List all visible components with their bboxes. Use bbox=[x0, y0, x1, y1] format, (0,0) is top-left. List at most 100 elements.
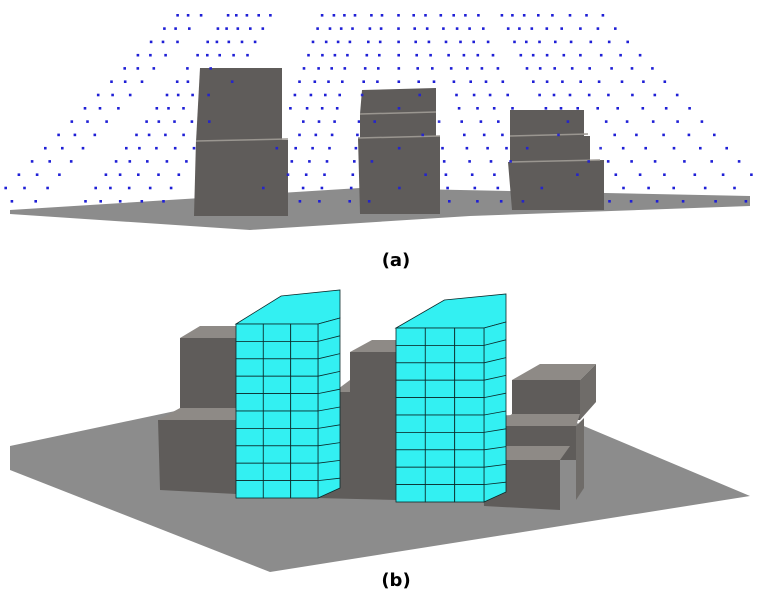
point-marker bbox=[83, 107, 87, 110]
voxel-side-line bbox=[483, 481, 507, 485]
point-marker bbox=[511, 107, 514, 110]
voxel-cell bbox=[290, 445, 319, 464]
point-marker bbox=[465, 146, 469, 150]
voxel-cell bbox=[424, 327, 455, 346]
point-marker bbox=[699, 146, 702, 150]
point-marker bbox=[604, 120, 608, 123]
point-marker bbox=[397, 53, 400, 57]
point-marker bbox=[320, 107, 324, 110]
point-marker bbox=[140, 80, 144, 83]
point-marker bbox=[351, 173, 355, 176]
point-marker bbox=[367, 200, 371, 203]
grey-stack-left bbox=[158, 326, 250, 494]
point-marker bbox=[147, 133, 151, 137]
point-marker bbox=[569, 40, 573, 44]
point-marker bbox=[653, 160, 657, 163]
voxel-cell bbox=[290, 480, 319, 499]
voxel-wall-left bbox=[234, 289, 341, 499]
point-marker bbox=[579, 53, 582, 57]
point-marker bbox=[249, 27, 252, 30]
voxel-cell bbox=[424, 362, 455, 381]
point-marker bbox=[117, 107, 120, 110]
point-marker bbox=[215, 40, 219, 44]
point-marker bbox=[635, 133, 638, 137]
point-marker bbox=[335, 107, 339, 110]
point-marker bbox=[118, 200, 122, 203]
point-marker bbox=[501, 80, 505, 83]
point-marker bbox=[173, 146, 177, 150]
point-marker bbox=[427, 40, 431, 44]
point-marker bbox=[69, 160, 73, 163]
point-marker bbox=[30, 160, 34, 163]
point-marker bbox=[118, 173, 122, 176]
voxel-cell bbox=[454, 449, 485, 468]
point-marker bbox=[710, 160, 713, 163]
point-marker bbox=[610, 67, 613, 70]
point-marker bbox=[275, 146, 279, 150]
caption-b: (b) bbox=[381, 570, 410, 591]
point-marker bbox=[298, 133, 301, 137]
point-marker bbox=[601, 14, 605, 17]
point-marker bbox=[505, 146, 508, 150]
point-marker bbox=[245, 14, 249, 17]
point-marker bbox=[414, 40, 417, 44]
point-marker bbox=[293, 93, 297, 97]
point-marker bbox=[551, 14, 554, 17]
point-marker bbox=[152, 67, 156, 70]
point-marker bbox=[261, 27, 265, 30]
point-marker bbox=[545, 53, 549, 57]
point-marker bbox=[257, 14, 260, 17]
point-marker bbox=[579, 27, 582, 30]
voxel-cell bbox=[235, 393, 264, 412]
point-marker bbox=[173, 120, 176, 123]
point-marker bbox=[186, 14, 190, 17]
voxel-cell bbox=[424, 344, 455, 364]
point-marker bbox=[262, 186, 265, 190]
point-marker bbox=[620, 80, 624, 83]
point-marker bbox=[568, 93, 572, 97]
point-marker bbox=[98, 107, 102, 110]
point-marker bbox=[460, 120, 463, 123]
point-marker bbox=[348, 200, 351, 203]
block-edge bbox=[509, 159, 601, 163]
point-marker bbox=[333, 53, 337, 57]
point-marker bbox=[587, 93, 591, 97]
point-marker bbox=[589, 40, 593, 44]
point-marker bbox=[23, 186, 26, 190]
point-marker bbox=[225, 27, 228, 30]
point-marker bbox=[232, 53, 235, 57]
point-marker bbox=[519, 53, 523, 57]
voxel-cell bbox=[235, 375, 264, 395]
point-marker bbox=[104, 173, 108, 176]
voxel-side-line bbox=[317, 371, 341, 377]
point-marker bbox=[613, 133, 616, 137]
point-marker bbox=[110, 80, 113, 83]
point-marker bbox=[638, 53, 642, 57]
point-marker bbox=[94, 186, 97, 190]
point-marker bbox=[688, 107, 691, 110]
point-marker bbox=[687, 133, 691, 137]
point-marker bbox=[149, 40, 153, 44]
voxel-cell bbox=[235, 427, 264, 447]
point-marker bbox=[157, 173, 160, 176]
point-marker bbox=[177, 173, 181, 176]
point-marker bbox=[317, 67, 320, 70]
point-marker bbox=[378, 40, 382, 44]
point-marker bbox=[525, 67, 529, 70]
point-marker bbox=[579, 80, 582, 83]
point-marker bbox=[452, 14, 455, 17]
block-side bbox=[576, 418, 584, 500]
point-marker bbox=[348, 40, 352, 44]
point-marker bbox=[308, 160, 311, 163]
point-marker bbox=[482, 27, 485, 30]
voxel-cell bbox=[395, 484, 426, 503]
point-marker bbox=[145, 120, 148, 123]
block-stack-right bbox=[508, 110, 604, 210]
voxel-cell bbox=[395, 362, 426, 381]
block-top bbox=[180, 326, 250, 338]
point-marker bbox=[442, 160, 446, 163]
point-marker bbox=[447, 53, 450, 57]
point-marker bbox=[343, 67, 347, 70]
point-marker bbox=[58, 173, 61, 176]
point-marker bbox=[418, 93, 421, 97]
